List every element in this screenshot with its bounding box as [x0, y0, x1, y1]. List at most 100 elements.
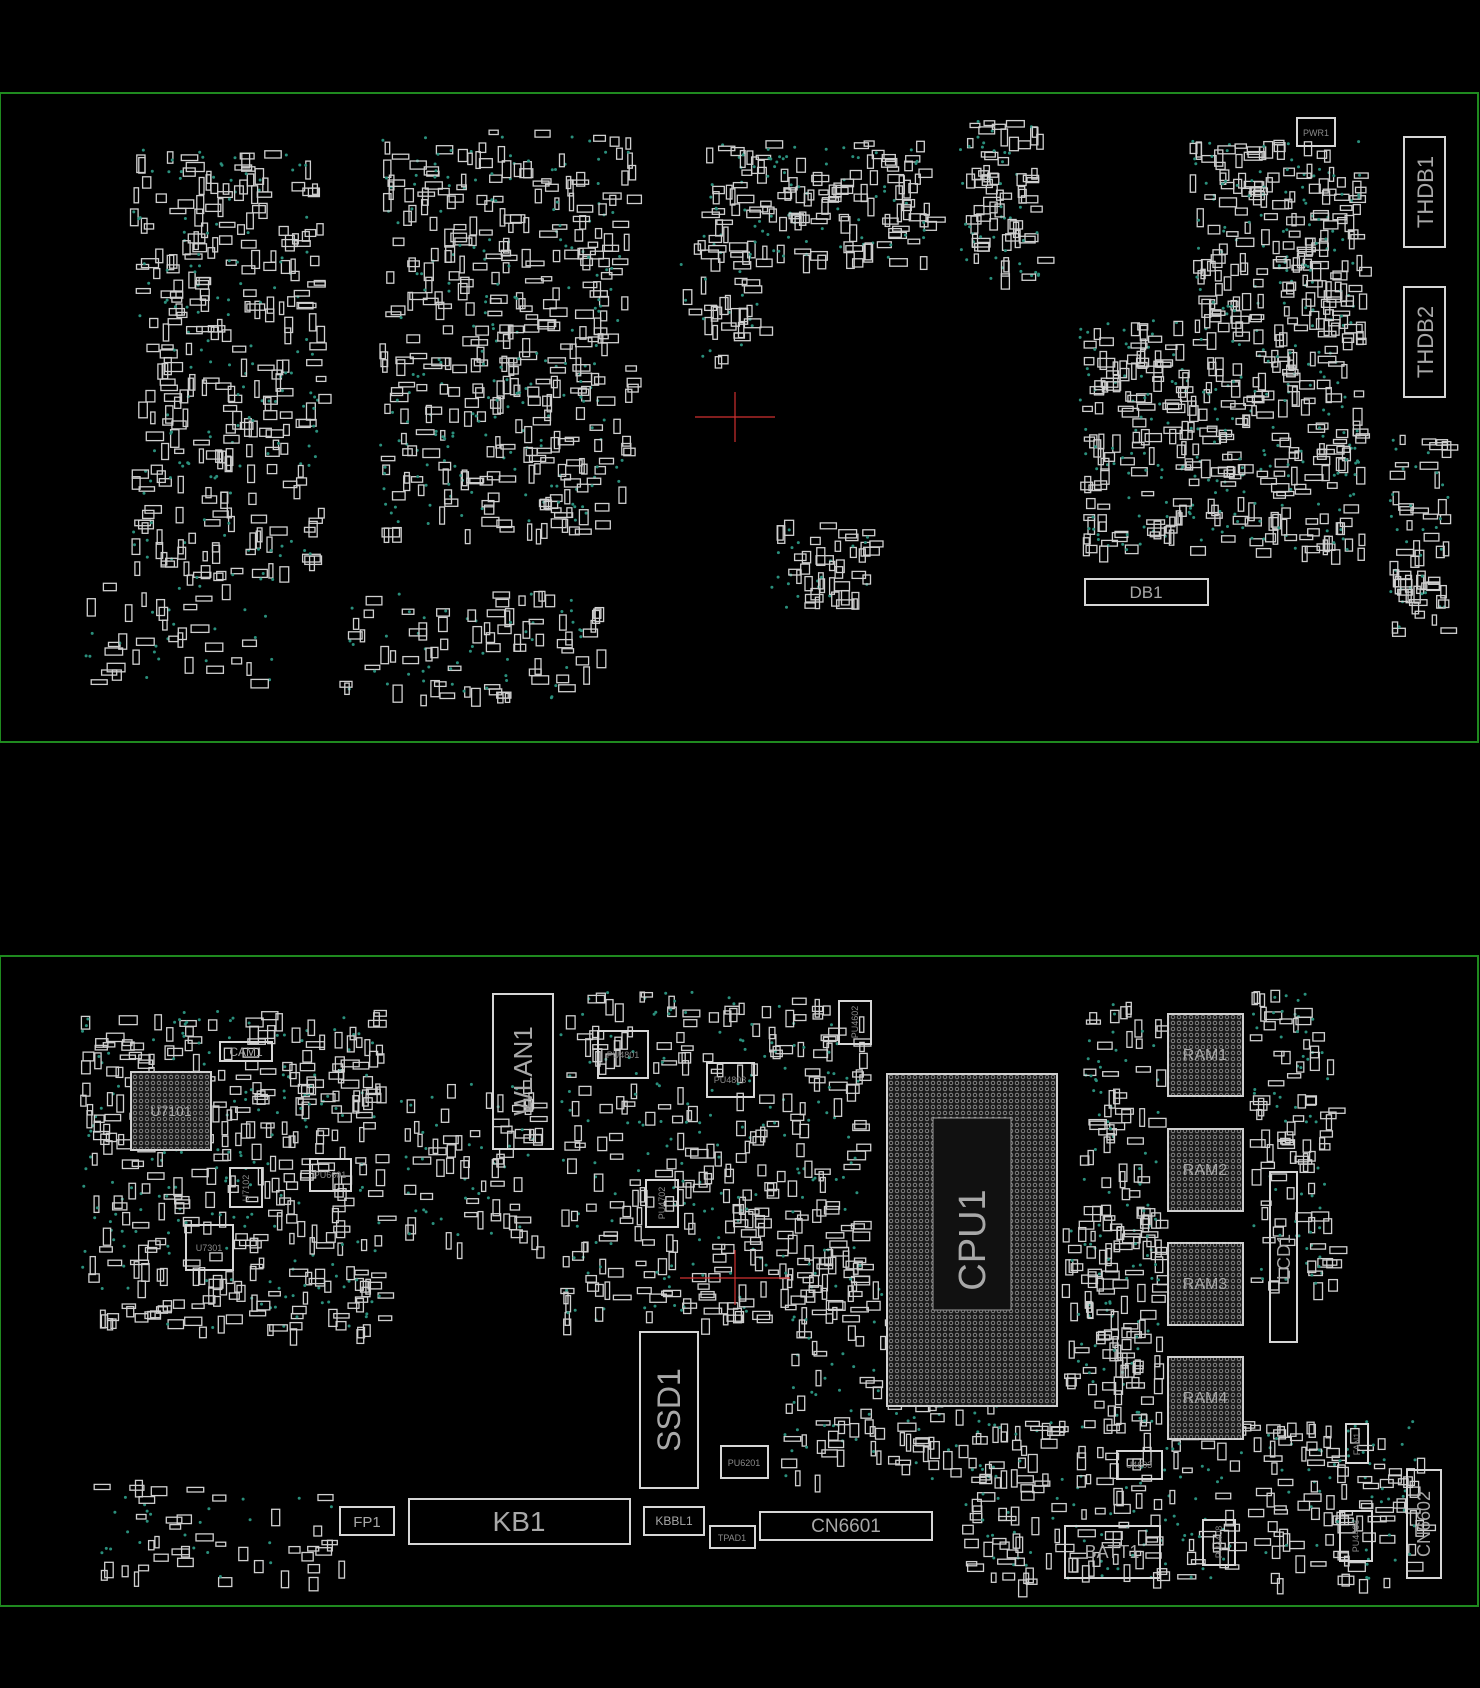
smd-pad	[276, 1212, 283, 1231]
smd-pad	[1249, 1034, 1263, 1042]
top-side-parts	[84, 119, 1459, 707]
smd-pad	[508, 222, 514, 234]
smd-pad	[1093, 328, 1102, 341]
via	[527, 519, 531, 523]
component-ram4[interactable]: RAM4	[1167, 1356, 1244, 1440]
component-u7101[interactable]: U7101	[130, 1071, 212, 1151]
smd-pad	[1273, 1531, 1284, 1538]
component-cam1[interactable]: CAM1	[219, 1041, 273, 1062]
smd-pad	[1132, 1360, 1144, 1370]
component-pu6601[interactable]: PU6601	[309, 1158, 352, 1192]
via	[570, 135, 574, 139]
smd-pad	[973, 253, 980, 264]
via	[1078, 398, 1082, 402]
component-ram2[interactable]: RAM2	[1167, 1128, 1244, 1212]
smd-pad	[737, 1064, 744, 1084]
component-u4603[interactable]: U4603	[1116, 1450, 1163, 1480]
component-thdb2[interactable]: THDB2	[1403, 286, 1446, 398]
via	[196, 310, 200, 314]
component-lcd1[interactable]: LCD1	[1269, 1171, 1298, 1343]
component-pu4408[interactable]: PU4408	[1202, 1519, 1236, 1566]
smd-pad	[290, 258, 296, 274]
via	[748, 1079, 752, 1083]
smd-pad	[1087, 1149, 1094, 1166]
component-cn6602[interactable]: CN6602	[1406, 1469, 1442, 1579]
top-side-board[interactable]: PWR1 THDB1 THDB2 DB1	[0, 92, 1479, 743]
via	[1370, 1495, 1374, 1499]
component-wlan1[interactable]: WLAN1	[492, 993, 554, 1150]
smd-pad	[193, 439, 210, 446]
smd-pad	[575, 357, 582, 377]
smd-pad	[1132, 418, 1147, 428]
component-thdb1[interactable]: THDB1	[1403, 136, 1446, 248]
component-ram3[interactable]: RAM3	[1167, 1242, 1244, 1326]
smd-pad	[852, 1231, 871, 1242]
component-cpu1[interactable]: CPU1	[886, 1073, 1058, 1407]
component-fp1[interactable]: FP1	[339, 1506, 395, 1536]
smd-pad	[849, 546, 857, 559]
via	[224, 1179, 228, 1183]
component-cn6601[interactable]: CN6601	[759, 1511, 933, 1541]
smd-pad	[291, 1305, 307, 1315]
smd-pad	[1246, 395, 1264, 403]
via	[826, 1071, 830, 1075]
via	[1092, 1089, 1096, 1093]
component-u7102[interactable]: U7102	[229, 1167, 263, 1208]
via	[1435, 471, 1439, 475]
smd-pad	[598, 1063, 607, 1075]
smd-pad	[1328, 1107, 1346, 1114]
smd-pad	[492, 591, 511, 599]
smd-pad	[140, 258, 160, 269]
via	[843, 1207, 847, 1211]
component-pu4702[interactable]: PU4702	[645, 1179, 679, 1228]
smd-pad	[319, 1034, 326, 1051]
via	[472, 324, 476, 328]
component-pu4602[interactable]: PU4602	[838, 1000, 872, 1045]
component-fan1[interactable]: FAN1	[1345, 1423, 1369, 1464]
component-pu4801[interactable]: PU4801	[597, 1030, 649, 1079]
via	[249, 344, 253, 348]
via	[1331, 229, 1335, 233]
via	[1317, 217, 1321, 221]
via	[312, 406, 316, 410]
smd-pad	[1088, 1118, 1107, 1126]
smd-pad	[1179, 504, 1187, 517]
component-u7301[interactable]: U7301	[185, 1224, 234, 1271]
via	[215, 222, 219, 226]
smd-pad	[352, 617, 360, 630]
smd-pad	[259, 1068, 277, 1075]
smd-pad	[468, 235, 477, 247]
smd-pad	[195, 1533, 214, 1542]
via	[192, 1546, 196, 1550]
component-pu4406[interactable]: PU4406	[1339, 1510, 1373, 1562]
smd-pad	[1094, 380, 1106, 391]
via	[590, 484, 594, 488]
via	[244, 1090, 248, 1094]
component-kb1[interactable]: KB1	[408, 1498, 631, 1545]
component-db1[interactable]: DB1	[1084, 578, 1209, 606]
smd-pad	[553, 430, 561, 450]
component-batt1[interactable]: BATT1	[1064, 1525, 1161, 1579]
component-ssd1[interactable]: SSD1	[639, 1331, 699, 1489]
smd-pad	[251, 204, 266, 214]
via	[1314, 1281, 1318, 1285]
smd-pad	[586, 1203, 597, 1212]
smd-pad	[184, 253, 203, 260]
component-pwr1[interactable]: PWR1	[1296, 117, 1336, 147]
via	[1089, 1242, 1093, 1246]
component-pu4803[interactable]: PU4803	[706, 1062, 755, 1098]
smd-pad	[827, 1430, 839, 1441]
component-kbbl1[interactable]: KBBL1	[643, 1506, 705, 1536]
smd-pad	[187, 1036, 203, 1044]
via	[562, 393, 566, 397]
component-ram1[interactable]: RAM1	[1167, 1013, 1244, 1097]
via	[377, 1294, 381, 1298]
via	[1193, 157, 1197, 161]
smd-pad	[1120, 1295, 1128, 1315]
bottom-side-board[interactable]: CAM1 U7101 U7301 U7102 PU6601 WLAN1 PU48…	[0, 955, 1479, 1607]
component-pu6201[interactable]: PU6201	[720, 1445, 769, 1479]
smd-pad	[91, 1152, 98, 1166]
smd-pad	[529, 1115, 548, 1123]
component-tpad1[interactable]: TPAD1	[709, 1525, 756, 1549]
